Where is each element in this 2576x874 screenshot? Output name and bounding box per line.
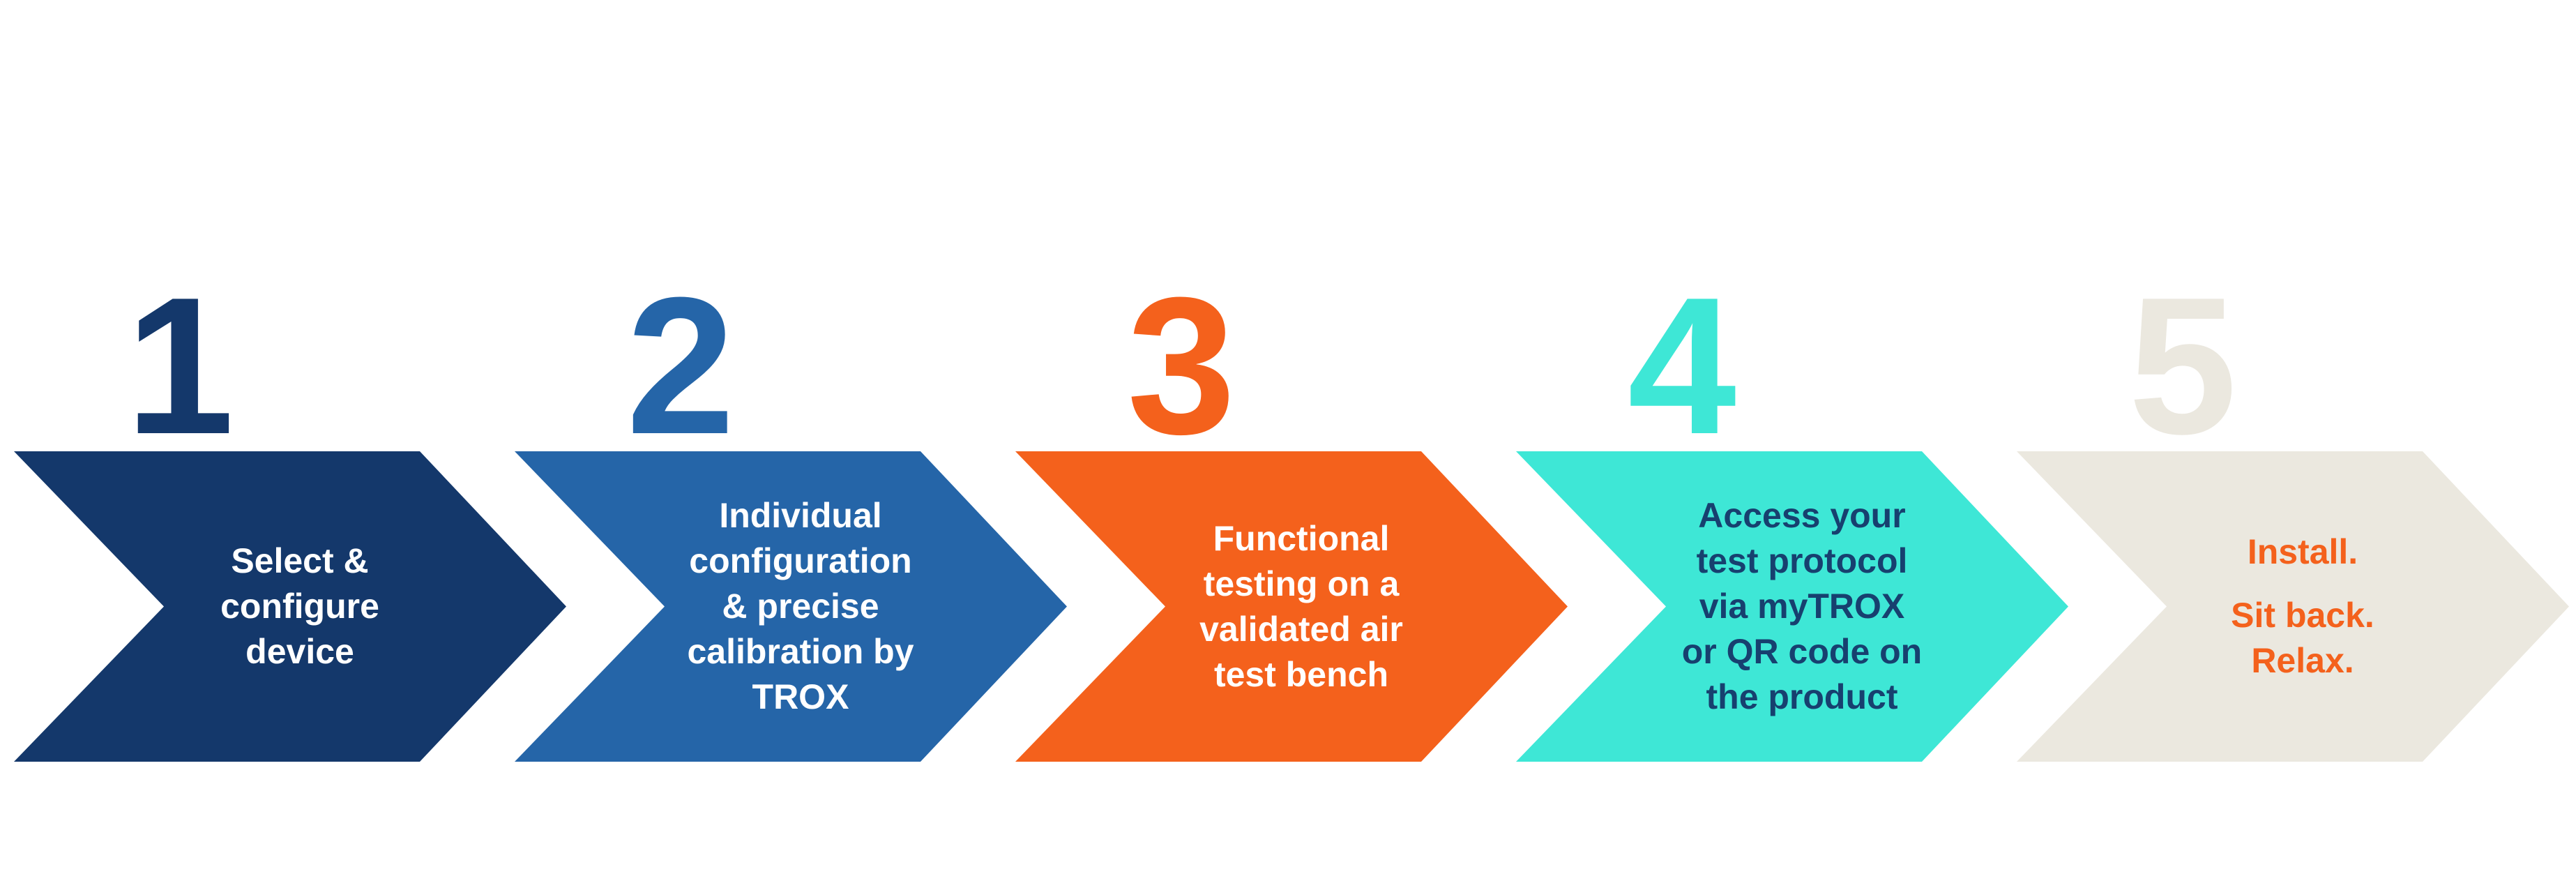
- chevron-label-line: & precise: [722, 587, 879, 626]
- chevron-label-paragraph: Select & configure device: [220, 538, 379, 675]
- step-3-label: Functional testing on a validated air test …: [1165, 451, 1437, 762]
- chevron-label-paragraph: Functional testing on a validated air test …: [1199, 516, 1403, 698]
- chevron-label-line: testing on a: [1203, 564, 1400, 603]
- chevron-label-line: Relax.: [2251, 641, 2354, 680]
- step-3: 3 Functional testing on a validated air tes…: [1015, 0, 1568, 874]
- chevron-label-line: configuration: [689, 541, 912, 580]
- chevron-label-line: Sit back.: [2231, 596, 2374, 635]
- step-2: 2 Individual configuration & precise calibr…: [515, 0, 1067, 874]
- step-1-number: 1: [126, 257, 234, 475]
- step-2-number: 2: [626, 257, 735, 475]
- chevron-label-line: test bench: [1213, 654, 1389, 694]
- chevron-label-line: Individual: [719, 496, 882, 535]
- chevron-label-line: via myTROX: [1699, 587, 1905, 626]
- chevron-label-line: configure: [220, 587, 379, 626]
- step-4-chevron-arrow: Access your test protocol via myTROX or QR …: [1516, 451, 2068, 762]
- step-4: 4 Access your test protocol via myTROX or Q…: [1516, 0, 2068, 874]
- chevron-label-line: calibration by: [687, 632, 914, 671]
- chevron-label-paragraph: Install.: [2248, 529, 2358, 575]
- chevron-label-line: Install.: [2247, 532, 2358, 571]
- chevron-label-paragraph: Individual configuration & precise calibrat…: [687, 493, 914, 720]
- step-3-chevron-arrow: Functional testing on a validated air test …: [1015, 451, 1568, 762]
- chevron-label-line: Access your: [1698, 496, 1906, 535]
- step-3-number: 3: [1127, 257, 1236, 475]
- chevron-label-line: test protocol: [1696, 541, 1908, 580]
- chevron-label-line: the product: [1706, 677, 1898, 716]
- step-4-number: 4: [1628, 257, 1736, 475]
- chevron-label-line: or QR code on: [1681, 632, 1923, 671]
- step-1: 1 Select & configure device: [14, 0, 566, 874]
- chevron-label-line: validated air: [1199, 609, 1403, 649]
- chevron-label-line: TROX: [752, 677, 849, 716]
- step-1-chevron-arrow: Select & configure device: [14, 451, 566, 762]
- step-5-label: Install. Sit back. Relax.: [2167, 451, 2439, 762]
- step-5: 5 Install. Sit back. Relax.: [2017, 0, 2569, 874]
- step-2-chevron-arrow: Individual configuration & precise calibrat…: [515, 451, 1067, 762]
- chevron-label-line: Functional: [1213, 518, 1390, 558]
- step-5-chevron-arrow: Install. Sit back. Relax.: [2017, 451, 2569, 762]
- chevron-label-line: Select &: [231, 541, 369, 580]
- step-1-label: Select & configure device: [164, 451, 436, 762]
- step-2-label: Individual configuration & precise calibrat…: [665, 451, 937, 762]
- step-4-label: Access your test protocol via myTROX or QR …: [1666, 451, 1938, 762]
- chevron-label-paragraph: Sit back. Relax.: [2231, 593, 2374, 684]
- chevron-label-line: device: [245, 632, 354, 671]
- step-5-number: 5: [2128, 257, 2237, 475]
- chevron-label-paragraph: Access your test protocol via myTROX or QR …: [1682, 493, 1922, 720]
